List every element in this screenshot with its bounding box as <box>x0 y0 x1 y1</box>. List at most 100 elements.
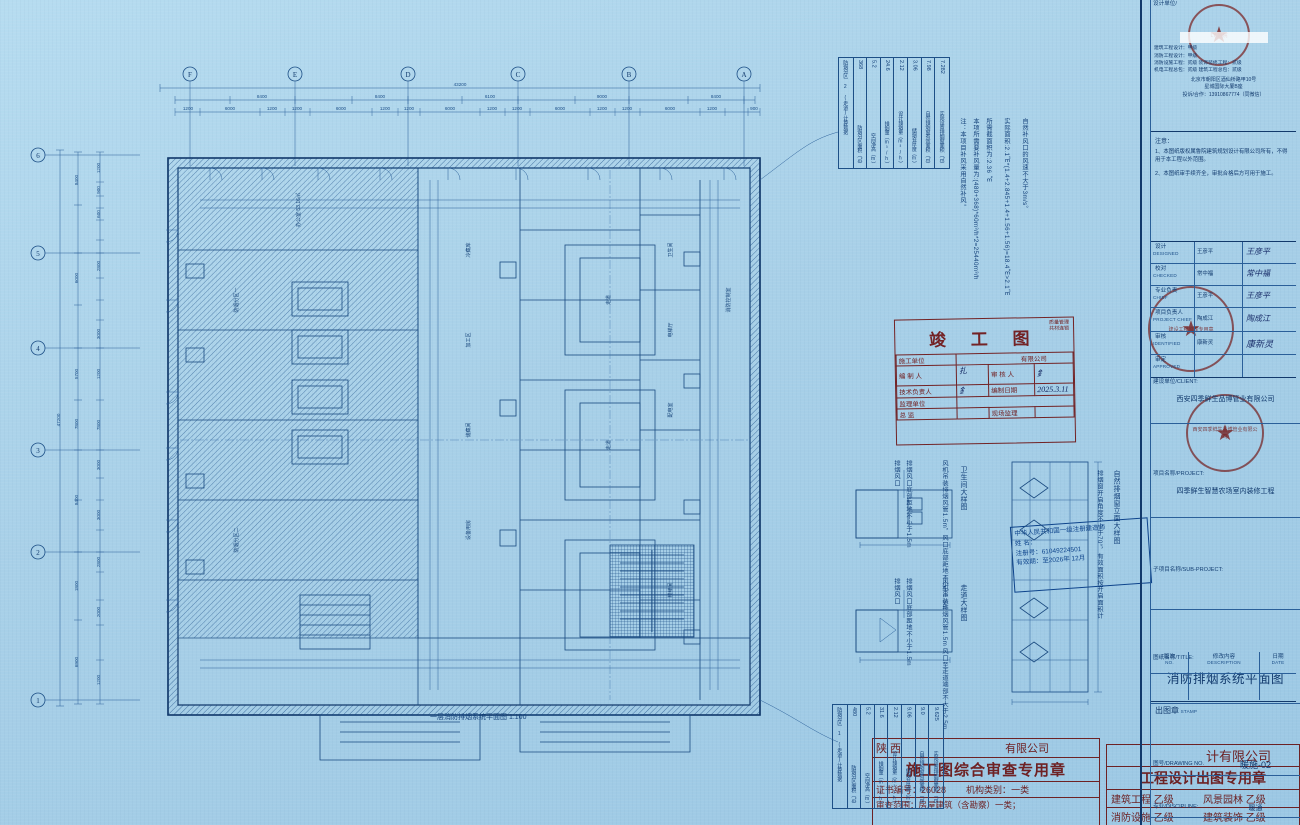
svg-text:1800: 1800 <box>74 580 79 591</box>
project-label: 项目名称/PROJECT: <box>1153 471 1204 477</box>
svg-text:7800: 7800 <box>74 418 79 429</box>
table-top-header: 防烟分区 2 (走道)计算数据 <box>842 60 849 135</box>
rev-header-en-1: DESCRIPTION <box>1207 660 1241 666</box>
table-bottom-label-3: 设计排烟量（m³/h） <box>891 751 898 806</box>
role-en-3: PROJECT CHIEF <box>1153 317 1193 323</box>
svg-text:6900: 6900 <box>74 656 79 667</box>
subproject-label: 子项目名称/SUB-PROJECT: <box>1153 567 1223 573</box>
svg-text:1200: 1200 <box>707 106 718 111</box>
design-unit-section: 设计单位/ 建筑工程设计：甲级 消防工程设计：甲级 消防设施工程：贰级 装饰装修… <box>1151 0 1296 132</box>
svg-text:4: 4 <box>36 345 40 353</box>
rev-header-cn-1: 修改内容 <box>1212 654 1236 660</box>
svg-text:6000: 6000 <box>225 106 236 111</box>
discipline-label: 专业/DISCIPLINE: <box>1153 804 1199 811</box>
role-cn-2: 专业负责 <box>1155 288 1178 294</box>
contact-line: 投诉/合作：13910867774（同微信） <box>1182 91 1265 98</box>
design-unit-company <box>1151 32 1296 44</box>
svg-text:1200: 1200 <box>512 106 523 111</box>
table-top-label-5: 自然排烟窗有效面积（㎡） <box>924 110 931 166</box>
left-grid-axis: 6 5 4 3 2 1 47200 8400 6000 5700 7800 <box>30 147 140 708</box>
output-grade-row-2: 消防设施 乙级 建筑装饰 乙级 <box>1107 808 1299 825</box>
rev-header-en-0: NO. <box>1165 660 1174 666</box>
detail-1-note3: 风机吊装排烟风管1.5m 风口至走道端部不大于2.5m <box>941 578 948 730</box>
svg-text:8400: 8400 <box>375 94 386 99</box>
role-en-2: CHIEF <box>1153 295 1168 301</box>
table-bottom-header: 防烟分区 1 (走道)计算数据 <box>836 707 843 782</box>
svg-text:1200: 1200 <box>597 106 608 111</box>
detail-1-note1: 排烟风口 <box>893 578 900 605</box>
rev-date <box>1260 674 1296 700</box>
table-top-value-0: 368 <box>856 60 863 70</box>
floor-plan-drawing: F E D C B A 43200 8400 8400 6100 <box>30 66 1102 761</box>
table-bottom-value-1: 5.2 <box>864 707 871 715</box>
svg-text:900: 900 <box>96 186 101 194</box>
role-cn-3: 项目负责人 <box>1155 310 1183 316</box>
signature-row-identified: 审核 IDENTIFIED 康新灵 康新灵 <box>1151 332 1296 355</box>
signature-row-project-chief: 项目负责人 PROJECT CHIEF 陶成江 陶成江 <box>1151 308 1296 332</box>
svg-text:1200: 1200 <box>183 106 194 111</box>
svg-text:9000: 9000 <box>597 94 608 99</box>
svg-text:5700: 5700 <box>74 368 79 379</box>
role-sign-4: 康新灵 <box>1246 339 1274 349</box>
review-class: 机构类别：一类 <box>966 785 1030 795</box>
rev-desc <box>1189 674 1260 700</box>
detail-0-title: 卫生间大样图 <box>960 466 967 511</box>
table-bottom-label-2: 排烟量（m³/h） <box>877 760 884 806</box>
scope-line-0: 建筑工程设计：甲级 <box>1154 46 1198 52</box>
svg-text:2800: 2800 <box>96 556 101 567</box>
svg-text:防烟分区一: 防烟分区一 <box>233 287 240 312</box>
role-name-5 <box>1195 355 1243 377</box>
signature-section: 设计 DESIGNED 王彦平 王彦平 校对 CHECKED 常中福 常中福 <box>1151 242 1296 378</box>
stamp-label-en: STAMP <box>1180 709 1198 714</box>
role-en-1: CHECKED <box>1153 273 1177 279</box>
role-cn-1: 校对 <box>1155 266 1167 272</box>
svg-text:1200: 1200 <box>96 368 101 379</box>
role-name-1: 常中福 <box>1195 264 1243 285</box>
svg-text:6000: 6000 <box>555 106 566 111</box>
role-en-5: APPROVED <box>1153 364 1181 370</box>
svg-text:F: F <box>188 71 192 79</box>
svg-text:8400: 8400 <box>257 94 268 99</box>
review-stamp-title: 施工图综合审查专用章 <box>873 758 1099 782</box>
svg-text:1200: 1200 <box>622 106 633 111</box>
vent-note-line-2: 所需截面积为:2.36 ㎡ <box>985 118 992 183</box>
design-output-stamp: 计有限公司 工程设计出图专用章 建筑工程 乙级 风景园林 乙级 消防设施 乙级 … <box>1106 744 1300 825</box>
table-bottom-label-0: 防烟分区面积（㎡） <box>850 764 857 806</box>
role-sign-2: 王彦平 <box>1246 291 1270 300</box>
grade-1: 风景园林 乙级 <box>1203 795 1266 806</box>
stamp-label-cn: 出图章 <box>1155 706 1179 715</box>
drawing-no-value: 暖施-02 <box>1239 760 1271 770</box>
svg-text:卫生间: 卫生间 <box>667 242 674 257</box>
detail-corridor-exhaust <box>855 590 953 663</box>
review-stamp-cert-row: 证书编号：26028 机构类别：一类 <box>873 782 1099 798</box>
svg-text:设备用房: 设备用房 <box>465 520 472 540</box>
discipline-value: 暖通 <box>1248 804 1263 812</box>
svg-text:2: 2 <box>36 549 40 557</box>
detail-0-note1: 排烟风口 <box>893 460 900 487</box>
svg-text:43200: 43200 <box>454 82 467 87</box>
notes-section: 注意： 1、本图纸版权属鲁院建筑规划设计有限公司所有，不得用于本工程以外范围。 … <box>1151 132 1296 242</box>
svg-text:6000: 6000 <box>445 106 456 111</box>
grade-3: 建筑装饰 乙级 <box>1203 813 1266 824</box>
vent-note-line-0: 注：本项目补风采用自然补风。 <box>959 118 966 211</box>
role-en-4: IDENTIFIED <box>1153 341 1181 347</box>
svg-text:冷藏库: 冷藏库 <box>465 242 472 257</box>
stamp-area: 出图章 STAMP <box>1151 702 1296 825</box>
svg-text:C: C <box>516 71 521 79</box>
note-item-1: 1、本图纸版权属鲁院建筑规划设计有限公司所有，不得用于本工程以外范围。 <box>1155 149 1288 164</box>
role-sign-5 <box>1243 355 1296 377</box>
table-bottom-label-4: 储烟仓厚度（m） <box>904 768 911 806</box>
svg-text:2800: 2800 <box>96 260 101 271</box>
design-unit-address: 北京市朝阳区酒仙桥路甲10号 星城国际大厦B座 投诉/合作：1391086777… <box>1151 77 1296 99</box>
title-block: 设计单位/ 建筑工程设计：甲级 消防工程设计：甲级 消防设施工程：贰级 装饰装修… <box>1140 0 1300 825</box>
svg-text:3000: 3000 <box>96 509 101 520</box>
revision-header-row: 版次 NO. 修改内容 DESCRIPTION 日期 DATE <box>1151 652 1296 674</box>
table-bottom-label-5: 自然排烟窗有效面积（㎡） <box>918 750 925 806</box>
detail-2-title: 自然排烟窗立面大样图 <box>1113 470 1120 544</box>
svg-text:走道: 走道 <box>605 295 612 305</box>
signature-row-checked: 校对 CHECKED 常中福 常中福 <box>1151 264 1296 286</box>
role-name-2: 王彦平 <box>1195 286 1243 307</box>
table-bottom-value-0: 480 <box>850 707 857 717</box>
svg-text:3: 3 <box>36 447 40 455</box>
svg-text:配电室: 配电室 <box>667 402 674 417</box>
